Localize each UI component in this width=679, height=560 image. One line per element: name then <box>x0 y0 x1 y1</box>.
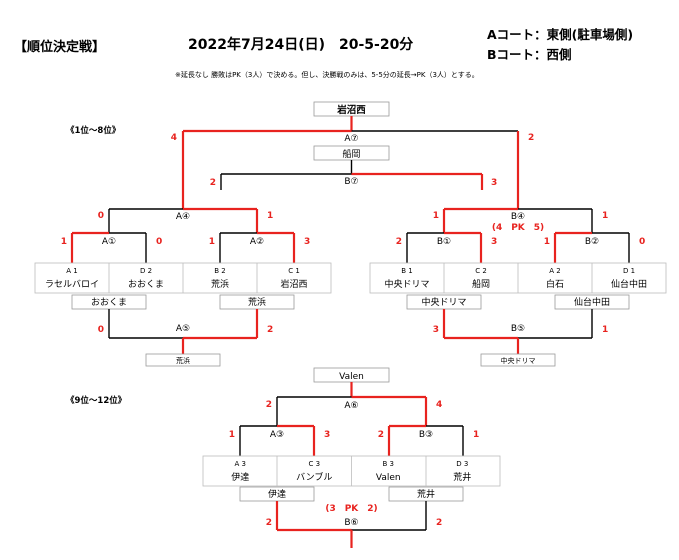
score-a3-right: 3 <box>324 430 330 440</box>
pk-b4: (4 PK 5) <box>492 223 544 233</box>
b3-loser-name: 荒井 <box>417 488 435 500</box>
score-a2-left: 1 <box>209 237 215 247</box>
team-name: 伊達 <box>231 471 249 483</box>
score-a6-right: 4 <box>436 400 442 410</box>
team-table-left <box>34 262 332 294</box>
court-a-label: Aコート：東側(駐車場側) <box>487 27 634 42</box>
score-a5-left: 0 <box>98 325 104 335</box>
event-date: 2022年7月24日(日) 20-5-20分 <box>188 37 414 53</box>
score-b5-right: 1 <box>602 325 608 335</box>
score-b6-right: 2 <box>436 518 442 528</box>
team-slot: C 3 <box>308 460 320 468</box>
match-label-b7: B⑦ <box>344 177 358 187</box>
team-name: 荒井 <box>453 471 471 483</box>
section-label-1-8: 《1位～8位》 <box>66 126 121 136</box>
score-b7-right: 3 <box>491 178 497 188</box>
match-label-a2: A② <box>250 237 264 247</box>
team-slot: C 2 <box>475 267 487 275</box>
a5-winner-name: 荒浜 <box>176 356 190 365</box>
score-b7-left: 2 <box>210 178 216 188</box>
score-b2-right: 0 <box>639 237 645 247</box>
match-label-b2: B② <box>585 237 599 247</box>
team-name: バンブル <box>296 471 332 483</box>
team-slot: B 3 <box>383 460 394 468</box>
team-name: 岩沼西 <box>280 278 307 290</box>
score-a4-left: 0 <box>98 211 104 221</box>
match-label-a6: A⑥ <box>344 401 358 411</box>
match-label-a4: A④ <box>176 212 190 222</box>
match-label-b1: B① <box>437 237 451 247</box>
b5-winner-name: 中央ドリマ <box>501 356 536 365</box>
match-label-b3: B③ <box>419 430 433 440</box>
a1-loser-name: おおくま <box>91 297 127 308</box>
champion-name: 岩沼西 <box>336 104 366 116</box>
score-b5-left: 3 <box>433 325 439 335</box>
page-title: 【順位決定戦】 <box>14 40 106 55</box>
score-a6-left: 2 <box>266 400 272 410</box>
score-a3-left: 1 <box>229 430 235 440</box>
score-a7-right: 2 <box>528 133 534 143</box>
score-a2-right: 3 <box>304 237 310 247</box>
a3-loser-name: 伊達 <box>268 488 286 500</box>
score-a1-left: 1 <box>61 237 67 247</box>
team-table-bottom <box>202 455 501 487</box>
match-label-a3: A③ <box>270 430 284 440</box>
score-a5-right: 2 <box>267 325 273 335</box>
match-label-a7: A⑦ <box>344 134 358 144</box>
a6-winner-name: Valen <box>339 372 364 382</box>
score-b2-left: 1 <box>544 237 550 247</box>
team-slot: D 2 <box>140 267 152 275</box>
score-b6-left: 2 <box>266 518 272 528</box>
team-slot: D 1 <box>623 267 635 275</box>
team-name: 荒浜 <box>211 279 229 290</box>
a5-winner-box <box>145 353 221 367</box>
a7-loser-name: 船岡 <box>342 148 360 160</box>
match-label-b6: B⑥ <box>344 518 358 528</box>
section-label-9-12: 《9位～12位》 <box>66 396 127 406</box>
team-name: ラセルバロイ <box>45 279 99 290</box>
team-slot: A 1 <box>66 267 77 275</box>
team-slot: A 2 <box>549 267 560 275</box>
score-a1-right: 0 <box>156 237 162 247</box>
team-slot: D 3 <box>456 460 468 468</box>
a2-loser-name: 荒浜 <box>248 297 266 308</box>
team-slot: B 2 <box>214 267 225 275</box>
match-label-b4: B④ <box>511 212 525 222</box>
b5-winner-box <box>480 353 556 367</box>
team-name: 仙台中田 <box>611 278 647 290</box>
team-name: Valen <box>376 473 401 483</box>
team-slot: C 1 <box>288 267 300 275</box>
b2-loser-name: 仙台中田 <box>574 296 610 308</box>
team-table-right <box>369 262 667 294</box>
score-b3-right: 1 <box>473 430 479 440</box>
b1-loser-name: 中央ドリマ <box>421 296 466 308</box>
team-name: 白石 <box>546 278 564 290</box>
team-name: おおくま <box>128 279 164 290</box>
match-label-a1: A① <box>102 237 116 247</box>
score-b4-left: 1 <box>433 211 439 221</box>
team-name: 中央ドリマ <box>384 278 429 290</box>
team-slot: A 3 <box>235 460 246 468</box>
score-b3-left: 2 <box>378 430 384 440</box>
score-a7-left: 4 <box>171 133 177 143</box>
match-label-b5: B⑤ <box>511 324 525 334</box>
team-slot: B 1 <box>401 267 412 275</box>
score-a4-right: 1 <box>267 211 273 221</box>
score-b1-right: 3 <box>491 237 497 247</box>
match-label-a5: A⑤ <box>176 324 190 334</box>
team-name: 船岡 <box>472 278 490 290</box>
rules-note: ※延長なし 勝敗はPK（3人）で決める。但し、決勝戦のみは、5-5分の延長→PK… <box>175 71 479 79</box>
score-b4-right: 1 <box>602 211 608 221</box>
pk-b6: (3 PK 2) <box>325 504 377 514</box>
court-b-label: Bコート：西側 <box>487 47 572 62</box>
score-b1-left: 2 <box>396 237 402 247</box>
